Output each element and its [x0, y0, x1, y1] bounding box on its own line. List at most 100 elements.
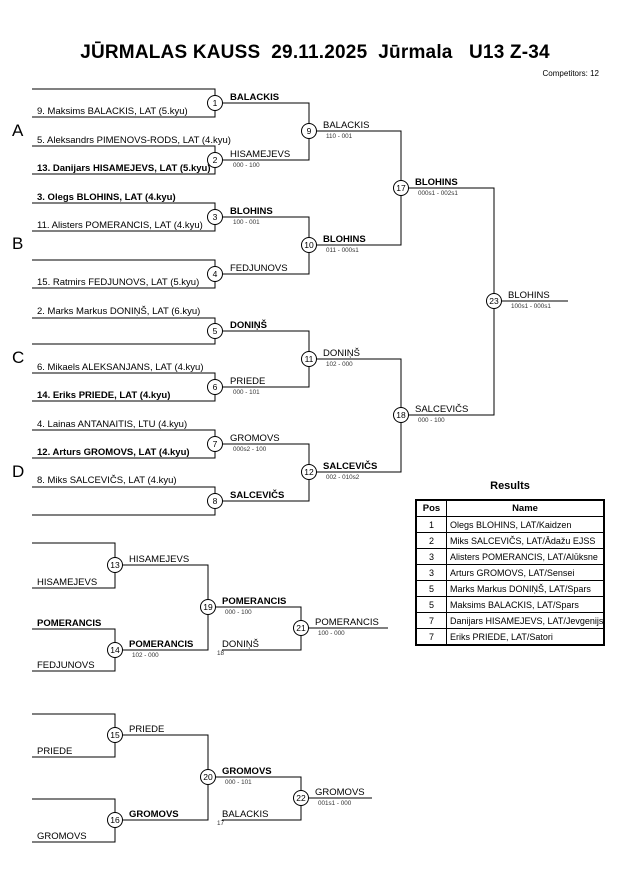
match-number-14: 14 [107, 642, 123, 658]
entry-9: 14. Eriks PRIEDE, LAT (4.kyu) [37, 390, 171, 401]
score-m10: 011 - 000s1 [326, 247, 359, 254]
match-number-9: 9 [301, 123, 317, 139]
match-number-7: 7 [207, 436, 223, 452]
score-m3: 100 - 001 [233, 219, 260, 226]
match-number-1: 1 [207, 95, 223, 111]
results-header-name: Name [446, 499, 605, 517]
match-number-13: 13 [107, 557, 123, 573]
winner-m20: GROMOVS [222, 766, 272, 777]
match-number-12: 12 [301, 464, 317, 480]
match-number-17: 17 [393, 180, 409, 196]
match-number-18: 18 [393, 407, 409, 423]
result-pos: 2 [415, 532, 447, 549]
result-pos: 3 [415, 548, 447, 565]
winner-m1: BALACKIS [230, 92, 280, 103]
score-m14: 102 - 000 [132, 652, 159, 659]
line-m20 [128, 734, 209, 821]
result-name: Alisters POMERANCIS, LAT/Alūksne [446, 548, 605, 565]
winner-m6: PRIEDE [230, 376, 266, 387]
score-m6: 000 - 101 [233, 389, 260, 396]
entry-5: 11. Alisters POMERANCIS, LAT (4.kyu) [37, 220, 203, 231]
rep-entry-m14-bottom: FEDJUNOVS [37, 660, 95, 671]
score-m17: 000s1 - 002s1 [418, 190, 458, 197]
match-number-11: 11 [301, 351, 317, 367]
line-m23 [415, 187, 495, 416]
score-m12: 002 - 010s2 [326, 474, 360, 481]
winner-m10: BLOHINS [323, 234, 366, 245]
rep-entry-m15: PRIEDE [37, 746, 73, 757]
entry-1: 9. Maksims BALACKIS, LAT (5.kyu) [37, 106, 188, 117]
winner-m8: SALCEVIČS [230, 490, 285, 501]
result-pos: 5 [415, 580, 447, 597]
line-m17 [323, 130, 402, 246]
pool-label-b: B [12, 234, 24, 253]
score-m7: 000s2 - 100 [233, 446, 267, 453]
winner-m23: BLOHINS [508, 290, 550, 301]
entry-2: 5. Aleksandrs PIMENOVS-RODS, LAT (4.kyu) [37, 135, 231, 146]
results-header-row: Pos Name [415, 499, 605, 517]
result-pos: 7 [415, 628, 447, 646]
winner-m9: BALACKIS [323, 120, 370, 131]
score-m23: 100s1 - 000s1 [511, 303, 551, 310]
match-number-22: 22 [293, 790, 309, 806]
line-m5 [32, 317, 216, 345]
match-number-4: 4 [207, 266, 223, 282]
entry-7: 2. Marks Markus DONIŅŠ, LAT (6.kyu) [37, 306, 201, 317]
result-pos: 1 [415, 516, 447, 533]
match-number-23: 23 [486, 293, 502, 309]
entry-6: 15. Ratmirs FEDJUNOVS, LAT (5.kyu) [37, 277, 200, 288]
winner-m5: DONIŅŠ [230, 320, 267, 331]
score-m19: 000 - 100 [225, 609, 252, 616]
winner-m22: GROMOVS [315, 787, 365, 798]
match-number-6: 6 [207, 379, 223, 395]
winner-m17: BLOHINS [415, 177, 458, 188]
result-name: Arturs GROMOVS, LAT/Sensei [446, 564, 605, 581]
entry-8: 6. Mikaels ALEKSANJANS, LAT (4.kyu) [37, 362, 204, 373]
match-number-2: 2 [207, 152, 223, 168]
winner-m14: POMERANCIS [129, 639, 194, 650]
match-number-5: 5 [207, 323, 223, 339]
line-m18 [323, 358, 402, 473]
entry-11: 12. Arturs GROMOVS, LAT (4.kyu) [37, 447, 190, 458]
entry-10: 4. Lainas ANTANAITIS, LTU (4.kyu) [37, 419, 188, 430]
competitors-count: Competitors: 12 [542, 69, 599, 78]
score-m22: 001s1 - 000 [318, 800, 352, 807]
result-pos: 3 [415, 564, 447, 581]
match-number-21: 21 [293, 620, 309, 636]
winner-m4: FEDJUNOVS [230, 263, 288, 274]
rep-entry-m16: GROMOVS [37, 831, 87, 842]
entry-12: 8. Miks SALCEVIČS, LAT (4.kyu) [37, 475, 177, 486]
match-number-19: 19 [200, 599, 216, 615]
page-title: JŪRMALAS KAUSS 29.11.2025 Jūrmala U13 Z-… [80, 42, 550, 63]
match-number-20: 20 [200, 769, 216, 785]
match-number-10: 10 [301, 237, 317, 253]
winner-m18: SALCEVIČS [415, 404, 469, 415]
winner-m21: POMERANCIS [315, 617, 379, 628]
rep-entry-m13: HISAMEJEVS [37, 577, 98, 588]
entry-4: 3. Olegs BLOHINS, LAT (4.kyu) [37, 192, 176, 203]
winner-m19: POMERANCIS [222, 596, 287, 607]
score-m21: 100 - 000 [318, 630, 345, 637]
score-m20: 000 - 101 [225, 779, 252, 786]
match-number-16: 16 [107, 812, 123, 828]
line-m19 [128, 564, 209, 651]
match-number-15: 15 [107, 727, 123, 743]
pool-label-d: D [12, 462, 25, 481]
result-name: Olegs BLOHINS, LAT/Kaidzen [446, 516, 605, 533]
result-pos: 5 [415, 596, 447, 613]
results-title: Results [490, 480, 530, 492]
pool-label-a: A [12, 121, 24, 140]
winner-m13: HISAMEJEVS [129, 554, 190, 565]
winner-m12: SALCEVIČS [323, 461, 378, 472]
score-m2: 000 - 100 [233, 162, 260, 169]
result-name: Maksims BALACKIS, LAT/Spars [446, 596, 605, 613]
note-m20: 17 [217, 820, 225, 827]
note-m19: 18 [217, 650, 225, 657]
entry-3: 13. Danijars HISAMEJEVS, LAT (5.kyu) [37, 163, 211, 174]
